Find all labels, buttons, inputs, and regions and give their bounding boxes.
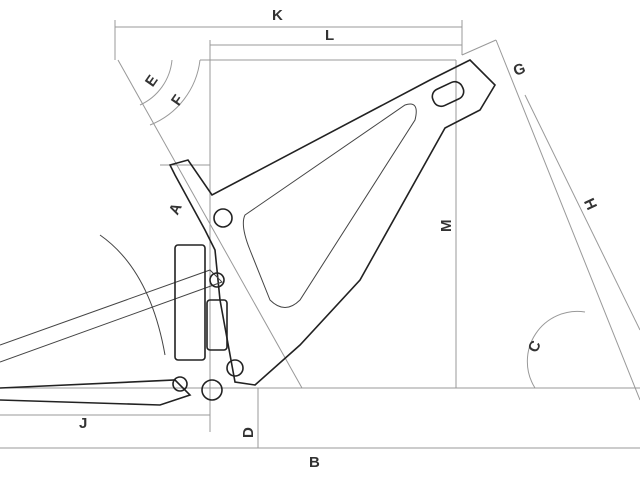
label-h: H <box>580 196 600 213</box>
h-parallel <box>524 94 640 331</box>
label-m: M <box>438 220 455 233</box>
headset-spring <box>431 80 465 108</box>
pivot-rear <box>172 376 188 392</box>
seat-stay <box>0 269 223 363</box>
angle-arc-e <box>139 59 173 106</box>
frame-cutout <box>242 103 417 308</box>
dimension-labels: K L E F G H A M C J D B <box>79 7 600 471</box>
pivot-upper <box>213 208 233 228</box>
label-d: D <box>240 427 257 438</box>
chain-stay <box>0 379 192 406</box>
seat-tube-axis <box>117 59 303 389</box>
label-e: E <box>142 72 162 90</box>
pivot-lower <box>226 359 244 377</box>
label-b: B <box>309 454 320 471</box>
mudguard <box>99 234 166 356</box>
shock-reservoir <box>206 299 228 351</box>
label-j: J <box>79 415 87 432</box>
shock-body <box>174 244 206 361</box>
label-k: K <box>272 7 283 24</box>
label-l: L <box>325 27 334 44</box>
g-tick <box>461 39 497 56</box>
angle-arc-f <box>149 59 201 126</box>
bottom-bracket <box>201 379 223 401</box>
pivot-mid <box>209 272 225 288</box>
angle-arc-c <box>526 310 586 389</box>
bike-frame <box>0 59 497 406</box>
label-f: F <box>168 92 187 109</box>
label-a: A <box>166 200 186 217</box>
label-g: G <box>511 60 528 80</box>
front-triangle <box>168 59 497 386</box>
head-tube-axis-h <box>495 39 640 401</box>
dimension-lines <box>0 20 640 449</box>
